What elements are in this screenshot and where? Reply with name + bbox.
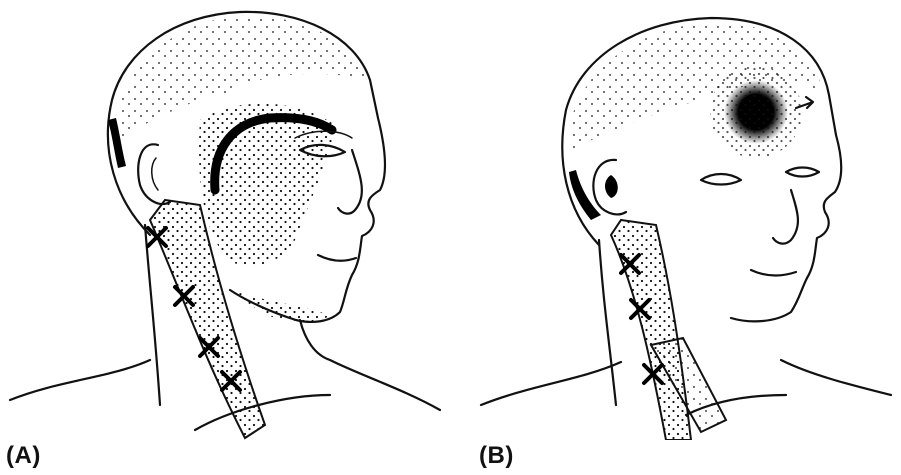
panel-b-illustration xyxy=(451,0,901,440)
referral-zone-face xyxy=(199,104,335,266)
forehead-referral-halo xyxy=(710,66,802,158)
neck-front-line xyxy=(300,320,330,360)
right-shoulder xyxy=(781,360,891,395)
panel-a: (A) xyxy=(0,0,450,475)
ear-referral-spot xyxy=(605,175,618,198)
panel-label-b: (B) xyxy=(479,442,514,470)
left-shoulder xyxy=(10,360,150,400)
nose xyxy=(773,190,798,244)
ear xyxy=(138,144,170,204)
ear-inner xyxy=(152,158,158,190)
panel-b: (B) xyxy=(451,0,901,475)
nose xyxy=(338,150,362,214)
neck-back-line xyxy=(599,240,616,405)
panel-a-illustration xyxy=(0,0,450,440)
behind-ear-zone xyxy=(569,170,601,220)
panel-label-a: (A) xyxy=(6,442,41,470)
right-shoulder xyxy=(330,360,440,410)
eye-left xyxy=(701,174,741,185)
mouth xyxy=(318,255,356,261)
referral-zone-jaw xyxy=(230,290,330,321)
neck-back-line xyxy=(145,225,160,405)
left-shoulder xyxy=(481,362,621,405)
mouth xyxy=(751,270,796,276)
eye-right xyxy=(786,168,819,177)
muscle-band xyxy=(611,220,691,440)
